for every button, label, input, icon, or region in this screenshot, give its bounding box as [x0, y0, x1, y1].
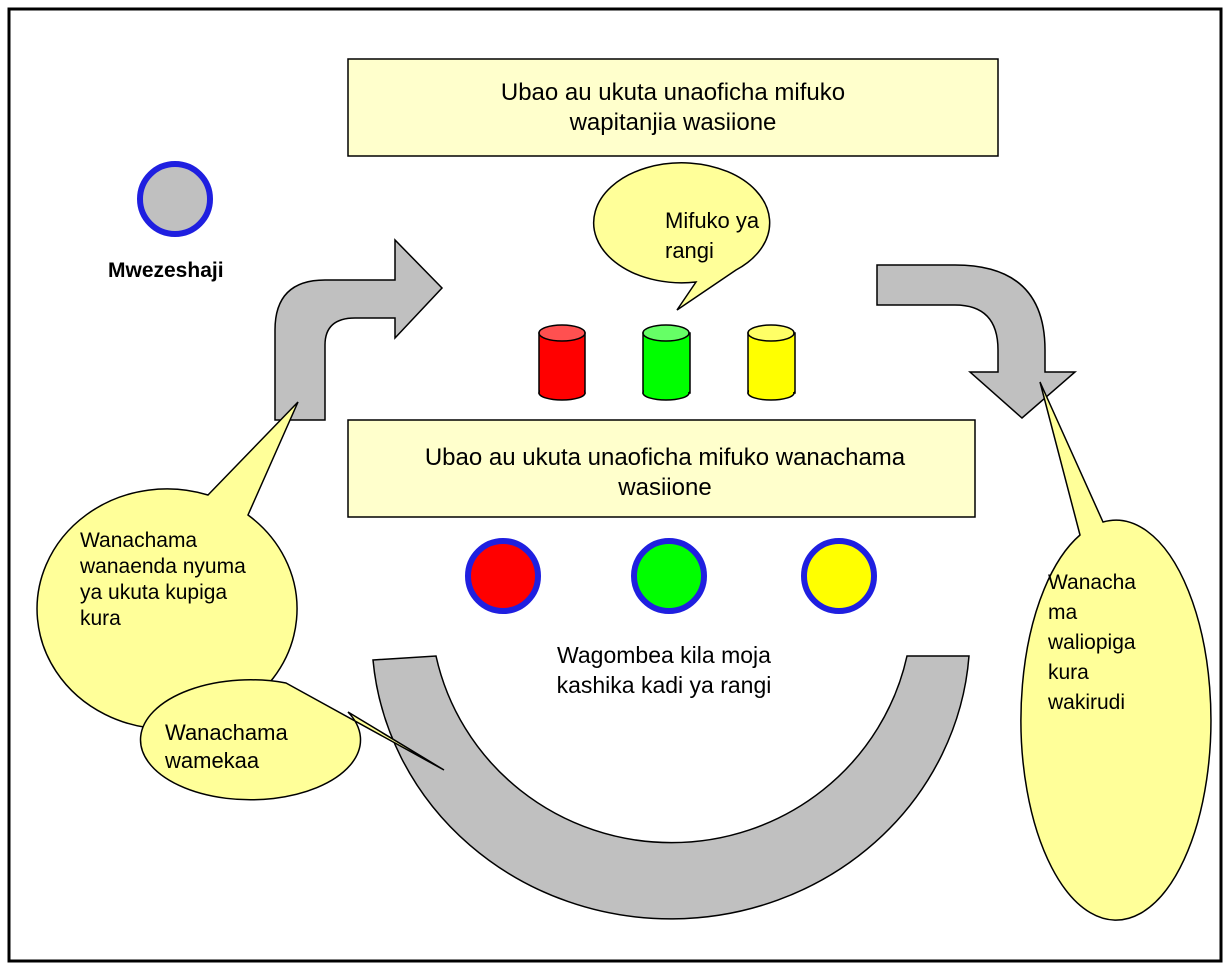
top-board [347, 58, 999, 157]
middle-board [347, 419, 976, 518]
going-to-vote-text: Wanachama wanaenda nyuma ya ukuta kupiga… [80, 529, 246, 630]
bags-callout-bubble [592, 162, 771, 311]
red-card-icon [465, 538, 541, 614]
facilitator-icon [137, 161, 213, 237]
seated-bubble [139, 679, 445, 801]
middle-board-text: Ubao au ukuta unaoficha mifuko wanachama… [424, 444, 906, 501]
returning-text: Wanacha ma waliopiga kura wakirudi [1048, 571, 1136, 714]
yellow-card-icon [801, 538, 877, 614]
going-to-vote-bubble [36, 401, 299, 730]
candidates-caption: Wagombea kila moja kashika kadi ya rangi [556, 642, 772, 698]
right-arrow [876, 264, 1078, 419]
facilitator-label: Mwezeshaji [108, 259, 224, 282]
yellow-bag-icon [747, 324, 796, 401]
red-bag-icon [538, 324, 586, 401]
returning-bubble [1020, 381, 1212, 921]
bags-callout-text: Mifuko ya rangi [665, 208, 760, 263]
green-bag-icon [642, 324, 691, 401]
green-card-icon [631, 538, 707, 614]
top-board-text: Ubao au ukuta unaoficha mifuko wapitanji… [500, 79, 846, 136]
seated-text: Wanachama wamekaa [165, 720, 288, 773]
left-arrow [274, 238, 444, 421]
seating-band [372, 655, 970, 920]
